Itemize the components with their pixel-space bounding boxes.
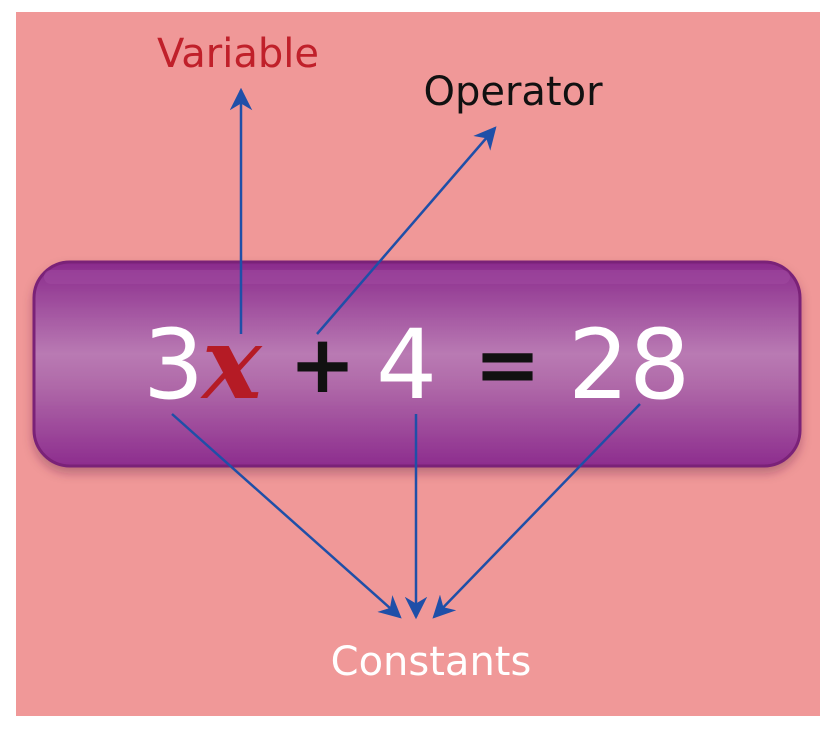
equation-bar-highlight <box>44 270 790 284</box>
equation-variable: x <box>200 304 263 422</box>
equation-constant: 4 <box>376 309 437 421</box>
equation-plus-operator: + <box>289 318 356 411</box>
arrow-to-operator <box>316 126 497 335</box>
constants-label: Constants <box>331 639 532 685</box>
arrow-from-coefficient <box>171 413 402 619</box>
operator-label: Operator <box>423 69 603 115</box>
equation-coefficient: 3 <box>143 309 204 421</box>
equation-result: 28 <box>568 309 690 421</box>
equation-equals-sign: = <box>474 318 541 411</box>
variable-label: Variable <box>157 31 319 77</box>
arrow-from-result <box>432 403 641 619</box>
